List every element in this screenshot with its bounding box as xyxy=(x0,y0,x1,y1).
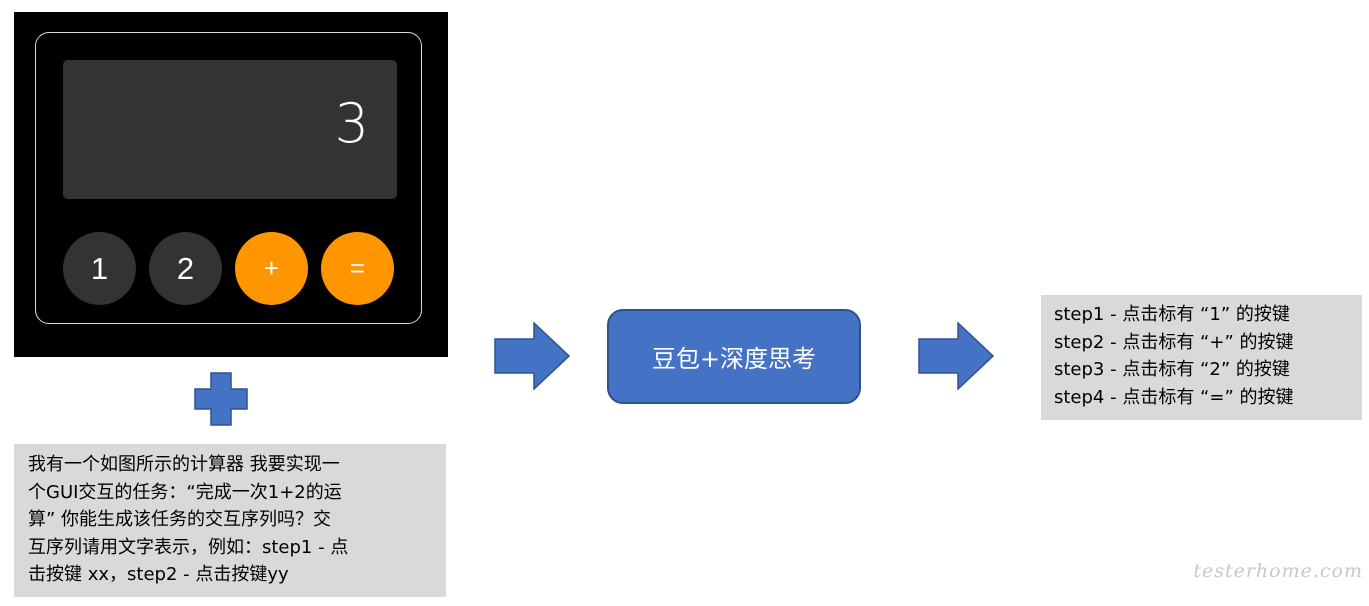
calculator-display: 3 xyxy=(63,60,397,199)
calculator-image: 3 1 2 + = xyxy=(14,12,448,357)
button-plus[interactable]: + xyxy=(235,232,308,305)
display-value: 3 xyxy=(334,92,369,155)
button-equals[interactable]: = xyxy=(321,232,394,305)
step-line: step4 - 点击标有 “=” 的按键 xyxy=(1054,386,1294,408)
right-arrow-icon xyxy=(494,322,570,390)
prompt-line: 互序列请用文字表示，例如：step1 - 点 xyxy=(28,536,349,558)
step-line: step3 - 点击标有 “2” 的按键 xyxy=(1054,359,1290,380)
calculator-body: 3 1 2 + = xyxy=(35,32,422,324)
watermark: testerhome.com xyxy=(1193,560,1363,582)
plus-icon xyxy=(194,372,248,426)
model-box: 豆包+深度思考 xyxy=(607,309,861,404)
steps-output-box: step1 - 点击标有 “1” 的按键 step2 - 点击标有 “+” 的按… xyxy=(1041,295,1362,420)
step-line: step1 - 点击标有 “1” 的按键 xyxy=(1054,304,1290,325)
prompt-line: 击按键 xx，step2 - 点击按键yy xyxy=(28,564,289,585)
right-arrow-icon xyxy=(918,322,994,390)
step-line: step2 - 点击标有 “+” 的按键 xyxy=(1054,331,1294,353)
model-label: 豆包+深度思考 xyxy=(651,345,817,373)
prompt-line: 个GUI交互的任务：“完成一次1+2的运 xyxy=(28,481,342,503)
prompt-line: 算” 你能生成该任务的交互序列吗？交 xyxy=(28,509,332,530)
prompt-text-box: 我有一个如图所示的计算器 我要实现一 个GUI交互的任务：“完成一次1+2的运 … xyxy=(14,444,446,597)
prompt-line: 我有一个如图所示的计算器 我要实现一 xyxy=(28,454,340,475)
button-1[interactable]: 1 xyxy=(63,232,136,305)
button-2[interactable]: 2 xyxy=(149,232,222,305)
